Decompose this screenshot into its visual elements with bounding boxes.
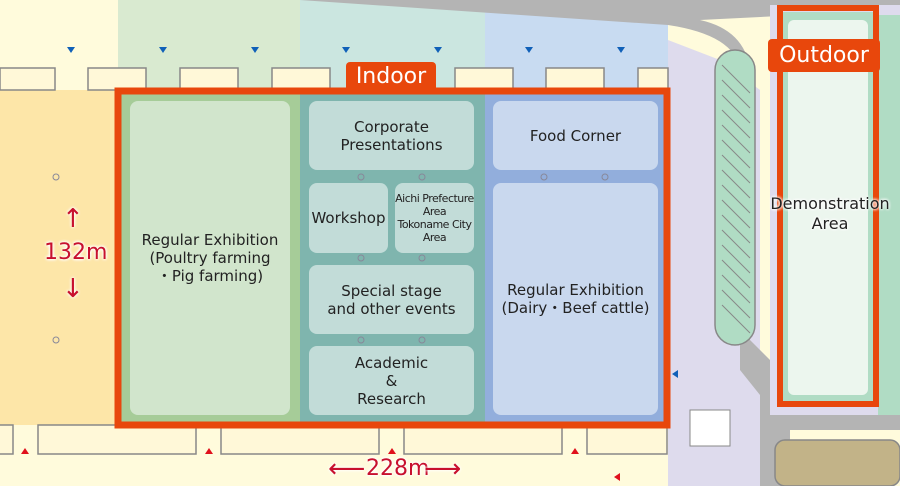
zone-corporate-presentations[interactable]: Corporate Presentations xyxy=(309,101,474,170)
zone-regular-exhibition-dairy-beef[interactable]: Regular Exhibition (Dairy・Beef cattle) xyxy=(493,183,658,415)
zone-academic-research[interactable]: Academic & Research xyxy=(309,346,474,415)
down-arrow-icon: ↓ xyxy=(62,274,84,304)
outdoor-label: Outdoor xyxy=(768,39,880,72)
width-dimension: 228m xyxy=(366,456,430,481)
entrance-markers xyxy=(67,47,678,378)
indoor-label: Indoor xyxy=(346,62,436,90)
zone-aichi-tokoname[interactable]: Aichi Prefecture Area Tokoname City Area xyxy=(395,183,474,253)
zone-demonstration-area[interactable]: Demonstration Area xyxy=(770,194,890,233)
height-dimension: 132m xyxy=(44,240,108,265)
zone-special-stage[interactable]: Special stage and other events xyxy=(309,265,474,334)
left-arrow-icon: ⟵ xyxy=(328,454,366,484)
zone-workshop[interactable]: Workshop xyxy=(309,183,388,253)
right-arrow-icon: ⟶ xyxy=(424,454,462,484)
zone-regular-exhibition-poultry-pig[interactable]: Regular Exhibition (Poultry farming ・Pig… xyxy=(130,101,290,415)
up-arrow-icon: ↑ xyxy=(62,204,84,234)
zone-food-corner[interactable]: Food Corner xyxy=(493,101,658,170)
